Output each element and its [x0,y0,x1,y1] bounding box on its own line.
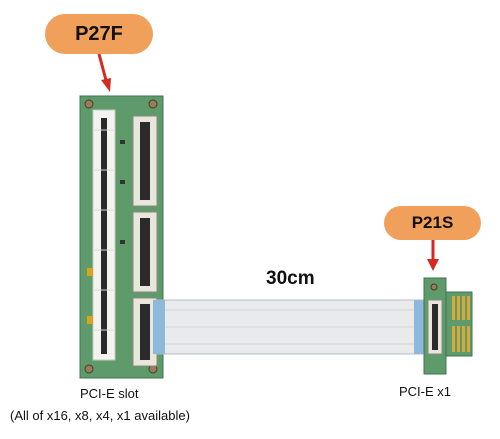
main-riser-board [79,95,164,379]
board-label-p27f: P27F [45,14,153,54]
arrow-to-small-board [427,240,439,271]
board-label-p21s: P21S [384,206,481,240]
pcie-slot-caption: PCI-E slot [80,386,139,401]
cable-length-label: 30cm [266,268,315,289]
x1-adapter-board [423,277,473,375]
pcie-slot-note: (All of x16, x8, x4, x1 available) [10,408,190,423]
pcie-x1-caption: PCI-E x1 [399,384,452,399]
arrow-to-main-board [97,53,111,92]
ribbon-cable [153,299,426,355]
